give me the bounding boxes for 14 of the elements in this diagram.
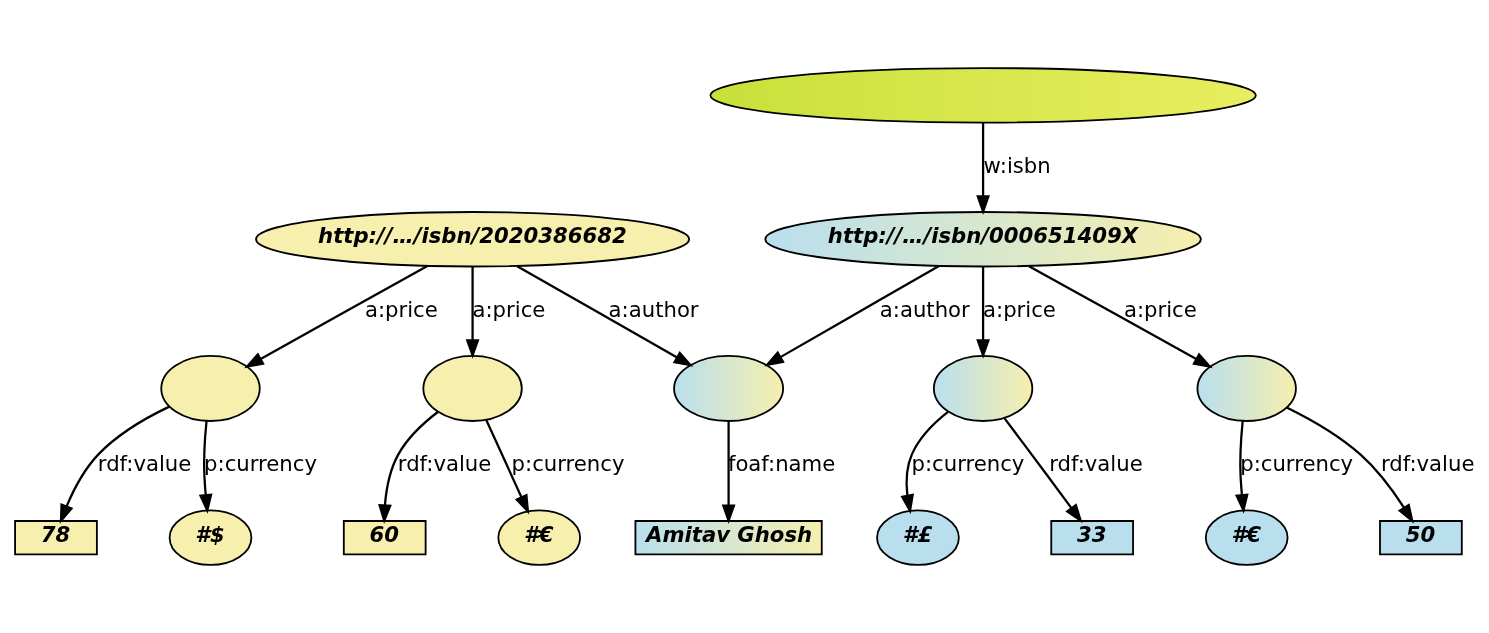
- edge-label: rdf:value: [1380, 451, 1475, 477]
- edge-label: p:currency: [911, 451, 1025, 477]
- edge-label: a:price: [983, 296, 1056, 322]
- edge-label: rdf:value: [397, 451, 492, 477]
- edge-label: a:price: [364, 296, 438, 322]
- edge-label: a:author: [879, 296, 970, 322]
- edge-label: rdf:value: [97, 451, 192, 477]
- edge-label: a:price: [1123, 296, 1197, 322]
- edge-label: p:currency: [204, 451, 317, 477]
- edge-label: p:currency: [511, 451, 625, 477]
- edge-label: rdf:value: [1049, 451, 1143, 477]
- edge-label: a:author: [608, 296, 699, 322]
- edge-label: p:currency: [1240, 451, 1354, 477]
- edge-label: w:isbn: [983, 152, 1051, 178]
